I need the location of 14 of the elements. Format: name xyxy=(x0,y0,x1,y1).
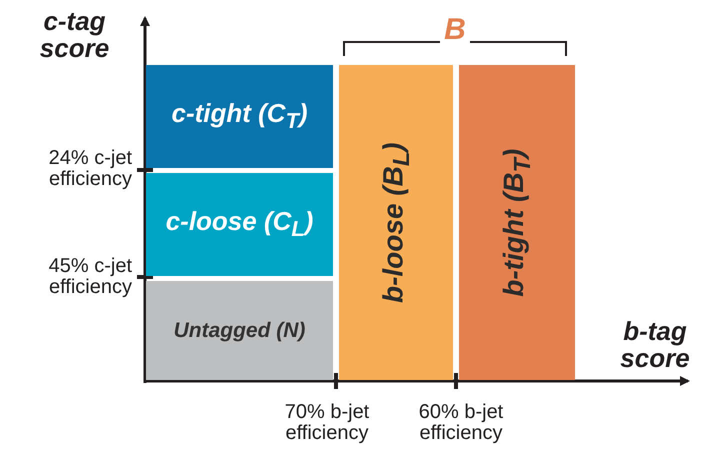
category-region xyxy=(146,65,333,168)
category-region xyxy=(146,173,333,276)
category-region xyxy=(146,281,333,380)
region-label: Untagged (N) xyxy=(174,318,306,342)
axis-title: c-tag score xyxy=(38,8,110,63)
axis-title: b-tag score xyxy=(619,318,691,373)
threshold-label: 60% b-jet efficiency xyxy=(418,402,504,444)
region-label: c-tight (C$_{T}$) xyxy=(172,98,308,135)
threshold-label: 24% c-jet efficiency xyxy=(48,148,132,190)
category-region xyxy=(339,65,453,380)
threshold-label: 45% c-jet efficiency xyxy=(48,256,132,298)
category-region xyxy=(459,65,575,380)
threshold-label: 70% b-jet efficiency xyxy=(284,402,370,444)
region-label: c-loose (C$_{L}$) xyxy=(166,206,314,243)
